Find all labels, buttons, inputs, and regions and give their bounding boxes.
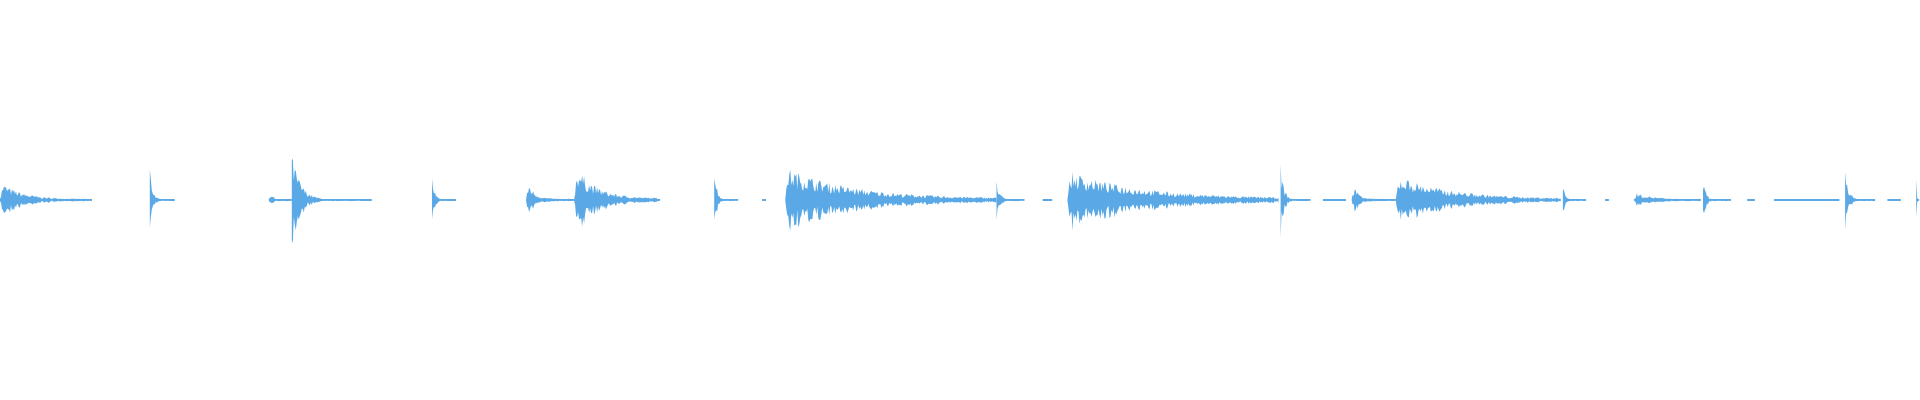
waveform-event-14: [1562, 189, 1582, 211]
waveform-event-6: [574, 175, 661, 227]
waveform-event-0: [0, 186, 92, 214]
waveform-event-9: [996, 181, 1025, 220]
waveform-event-18: [1916, 179, 1920, 217]
waveform-event-10: [1067, 172, 1279, 231]
waveform-dash-6: [1042, 199, 1053, 201]
waveform-event-16: [1703, 186, 1731, 214]
waveform-event-3: [291, 158, 372, 244]
waveform-dash-8: [1322, 199, 1346, 201]
waveform-event-7: [714, 178, 739, 220]
waveform-event-8: [785, 169, 997, 231]
waveform-event-5: [526, 187, 575, 213]
waveform-event-11: [1280, 164, 1311, 238]
waveform-event-12: [1351, 189, 1396, 212]
waveform-dash-12: [1774, 199, 1840, 201]
waveform-event-1: [149, 169, 174, 228]
waveform-dash-4: [762, 199, 766, 201]
waveform-dash-10: [1605, 199, 1609, 201]
waveform-event-4: [432, 178, 456, 219]
waveform-event-17: [1845, 171, 1876, 230]
waveform-dash-11: [1747, 199, 1755, 201]
waveform-event-13: [1395, 180, 1561, 220]
waveform-dash-14: [1887, 199, 1901, 201]
waveform-event-15: [1633, 193, 1701, 206]
waveform-dash-9: [1582, 199, 1586, 201]
waveform-layer: [0, 158, 1920, 244]
waveform-event-2: [268, 196, 292, 204]
